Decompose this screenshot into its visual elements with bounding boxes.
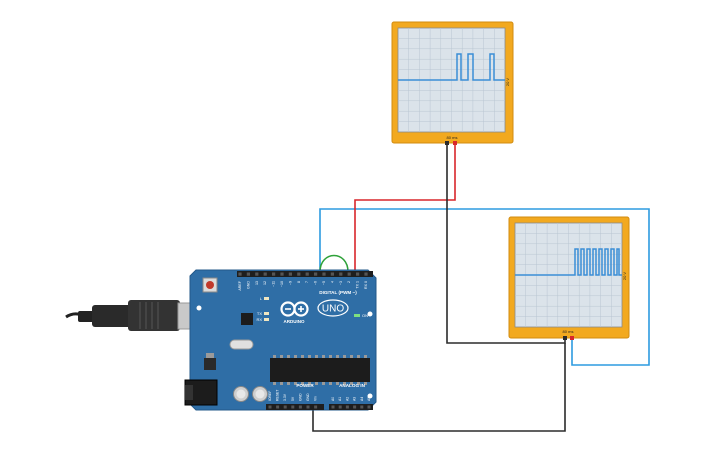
power-pin-label: IOREF bbox=[268, 391, 272, 401]
digital-pin-labels: AREF GND 13 12 ~11 ~10 ~9 8 7 ~6 ~5 4 ~3 2 TX 1 RX 0 bbox=[238, 280, 368, 290]
digital-pin-holes bbox=[238, 272, 368, 276]
power-header bbox=[266, 404, 324, 410]
digital-pin-label: AREF bbox=[238, 280, 242, 290]
digital-pin-label: 13 bbox=[255, 281, 259, 285]
digital-pin-label: ~9 bbox=[288, 281, 292, 285]
usb-cable[interactable] bbox=[65, 300, 199, 331]
power-pin-label: 3.3V bbox=[283, 393, 287, 401]
scope-1-trace bbox=[398, 53, 505, 81]
wire-blue[interactable] bbox=[319, 208, 650, 366]
arduino-brand-text: ARDUINO bbox=[284, 319, 305, 324]
analog-pin-label: A4 bbox=[360, 397, 364, 401]
wire-black-scopes[interactable] bbox=[446, 143, 566, 344]
wires bbox=[312, 143, 650, 432]
power-pin-label: GND bbox=[298, 393, 302, 401]
analog-pin-label: A1 bbox=[338, 397, 342, 401]
digital-pin-label: 4 bbox=[330, 281, 334, 283]
scope-2-time-label: 80 ms bbox=[563, 329, 574, 334]
digital-pin-label: 7 bbox=[305, 281, 309, 283]
scope-1-terminal-red[interactable] bbox=[453, 141, 457, 145]
digital-pin-label: GND bbox=[246, 281, 250, 289]
scope-1-terminal-black[interactable] bbox=[445, 141, 449, 145]
digital-pin-label: 8 bbox=[297, 281, 301, 283]
scope-1-volts-label: 20 V bbox=[505, 78, 510, 87]
digital-pin-label: ~5 bbox=[322, 281, 326, 285]
l-led-label: L bbox=[260, 296, 263, 301]
digital-pin-label: 2 bbox=[347, 281, 351, 283]
wire-green[interactable] bbox=[319, 254, 349, 273]
digital-pin-label: 12 bbox=[263, 281, 267, 285]
digital-header-label: DIGITAL (PWM ~) bbox=[319, 290, 357, 295]
power-pin-label: GND bbox=[306, 393, 310, 401]
oscilloscope-1[interactable]: 20 V 80 ms bbox=[391, 21, 514, 145]
analog-pin-label: A3 bbox=[353, 397, 357, 401]
oscilloscope-2[interactable]: 20 V 80 ms bbox=[508, 216, 630, 340]
uno-logo-text: UNO bbox=[322, 304, 344, 315]
capacitors bbox=[233, 386, 268, 402]
arduino-logo-icon bbox=[280, 301, 309, 317]
small-chip bbox=[241, 313, 253, 325]
analog-pin-label: A0 bbox=[331, 397, 335, 401]
digital-pin-label: RX 0 bbox=[364, 281, 368, 289]
crystal-oscillator bbox=[229, 339, 254, 350]
analog-header bbox=[329, 404, 373, 410]
scope-2-terminal-red[interactable] bbox=[570, 336, 574, 340]
analog-pin-label: A2 bbox=[345, 397, 349, 401]
power-header-label: POWER bbox=[296, 383, 314, 388]
power-pin-label: 5V bbox=[291, 396, 295, 401]
scope-2-volts-label: 20 V bbox=[622, 272, 627, 281]
digital-pin-label: ~10 bbox=[280, 281, 284, 287]
scope-1-time-label: 80 ms bbox=[447, 135, 458, 140]
on-led-label: ON bbox=[362, 313, 368, 318]
digital-pin-label: ~11 bbox=[272, 281, 276, 287]
analog-header-label: ANALOG IN bbox=[339, 383, 365, 388]
power-pin-label: Vin bbox=[314, 396, 318, 401]
scope-2-trace bbox=[515, 248, 622, 276]
arduino-uno-board[interactable]: AREF GND 13 12 ~11 ~10 ~9 8 7 ~6 ~5 4 ~3 2 TX 1 RX 0 DI… bbox=[184, 269, 377, 411]
scope-2-terminal-black[interactable] bbox=[563, 336, 567, 340]
digital-pin-label: ~3 bbox=[339, 281, 343, 285]
uno-logo-badge bbox=[317, 299, 349, 317]
power-pin-label: RESET bbox=[276, 390, 280, 401]
digital-pin-label: ~6 bbox=[314, 281, 318, 285]
wire-red[interactable] bbox=[354, 143, 456, 270]
digital-header bbox=[237, 271, 373, 277]
tx-led-label: TX bbox=[257, 311, 262, 316]
wire-black-ground[interactable] bbox=[312, 343, 566, 432]
atmega-chip bbox=[270, 358, 370, 382]
voltage-regulator bbox=[204, 358, 216, 370]
rx-led-label: RX bbox=[256, 317, 262, 322]
analog-pin-label: A5 bbox=[367, 397, 371, 401]
digital-pin-label: TX 1 bbox=[356, 281, 360, 289]
